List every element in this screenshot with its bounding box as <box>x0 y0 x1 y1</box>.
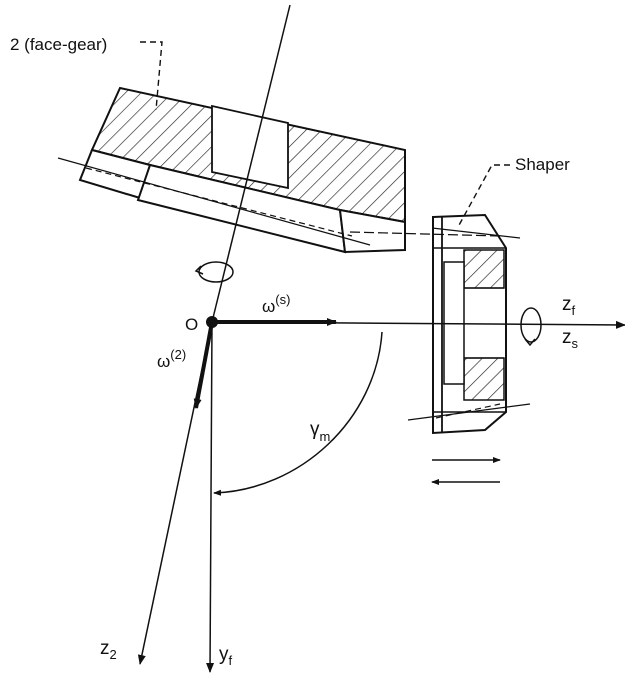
face-gear-dashed-line <box>85 167 353 237</box>
shaper-label: Shaper <box>515 155 570 174</box>
rotation-face-gear-icon <box>194 261 234 283</box>
shaper-line-top <box>431 227 521 239</box>
yf-label: yf <box>219 644 233 668</box>
shaper-hatch-top <box>463 249 505 289</box>
face-gear <box>57 86 406 254</box>
shaper-dashed-top <box>349 231 501 237</box>
shaper-leader <box>457 164 510 228</box>
yf-axis <box>206 321 215 673</box>
rotation-shaper-icon <box>520 307 542 347</box>
origin-point <box>206 316 218 328</box>
shaper-dashed-bottom <box>435 403 501 419</box>
z2-label: z2 <box>100 638 117 662</box>
face-gear-pitch-line <box>57 157 371 246</box>
gamma-m-arc <box>213 331 383 496</box>
omega-2-label: ω(2) <box>157 347 186 371</box>
shaper-line-bottom <box>407 403 531 421</box>
origin-label: O <box>185 315 198 334</box>
face-gear-axis-line <box>211 4 291 323</box>
omega-2-vector <box>193 321 214 409</box>
zs-label: zs <box>562 327 579 351</box>
zf-label: zf <box>562 294 576 318</box>
omega-s-label: ω(s) <box>262 292 290 316</box>
face-gear-label: 2 (face-gear) <box>10 35 107 54</box>
face-gear-leader <box>140 41 163 111</box>
gamma-m-label: γm <box>310 419 330 444</box>
shaper-hatch-bottom <box>463 357 505 401</box>
